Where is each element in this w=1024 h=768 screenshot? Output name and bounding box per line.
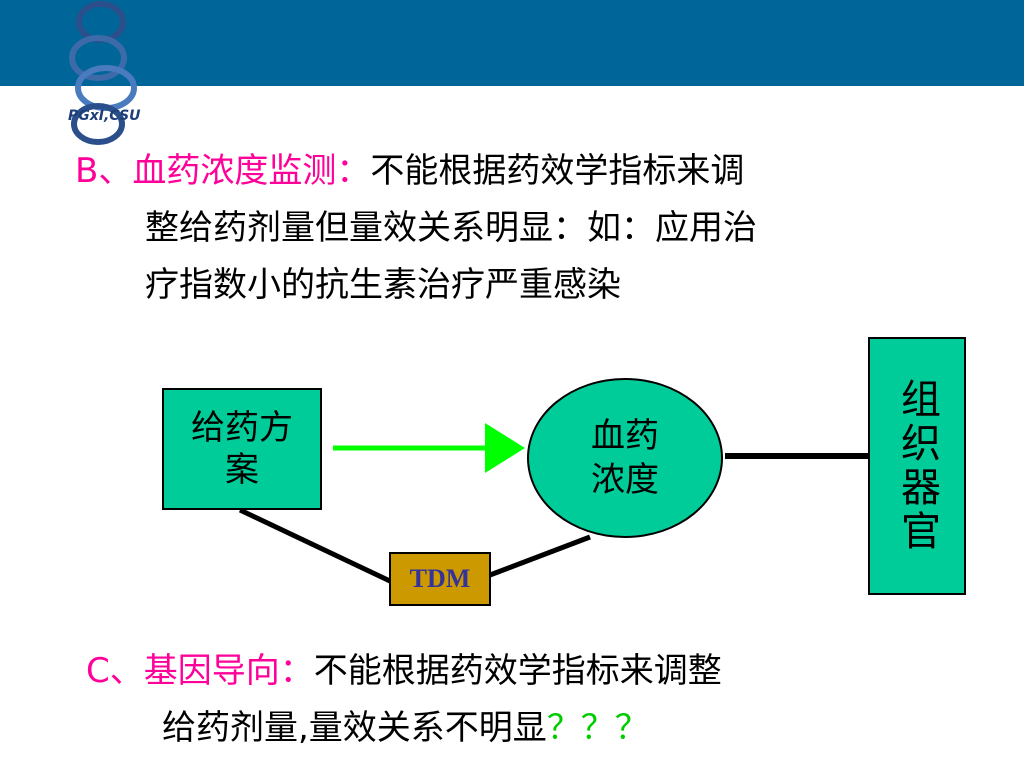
- regimen-box: 给药方案: [162, 388, 322, 510]
- organ-box: 组织器官: [868, 337, 966, 595]
- tdm-box: TDM: [389, 552, 491, 606]
- paragraph-c-label: C、基因导向：: [86, 651, 314, 691]
- paragraph-b-line2: 整给药剂量但量效关系明显：如：应用治: [145, 208, 757, 248]
- logo: PGxI,CSU: [56, 0, 156, 150]
- regimen-to-tdm-line: [238, 507, 394, 585]
- header-bar: [0, 0, 1024, 86]
- regimen-label: 给药方案: [191, 408, 293, 490]
- blood-concentration-label: 血药浓度: [591, 416, 659, 500]
- paragraph-b-line3: 疗指数小的抗生素治疗严重感染: [145, 265, 621, 305]
- paragraph-b: B、血药浓度监测：不能根据药效学指标来调 整给药剂量但量效关系明显：如：应用治 …: [75, 143, 995, 314]
- blood-concentration-ellipse: 血药浓度: [527, 378, 723, 538]
- logo-text: PGxI,CSU: [68, 108, 141, 124]
- question-marks: ？？？: [546, 708, 649, 748]
- paragraph-b-label: B、血药浓度监测：: [75, 151, 371, 191]
- tdm-to-blood-line: [489, 534, 591, 578]
- organ-label: 组织器官: [894, 378, 940, 554]
- paragraph-c-line1: 不能根据药效学指标来调整: [313, 651, 722, 691]
- logo-rings-icon: [69, 1, 137, 145]
- paragraph-c-line2: 给药剂量,量效关系不明显: [162, 708, 547, 748]
- paragraph-c: C、基因导向：不能根据药效学指标来调整 给药剂量,量效关系不明显？？？: [86, 643, 986, 757]
- paragraph-b-line1: 不能根据药效学指标来调: [370, 151, 745, 191]
- tdm-label: TDM: [409, 564, 471, 593]
